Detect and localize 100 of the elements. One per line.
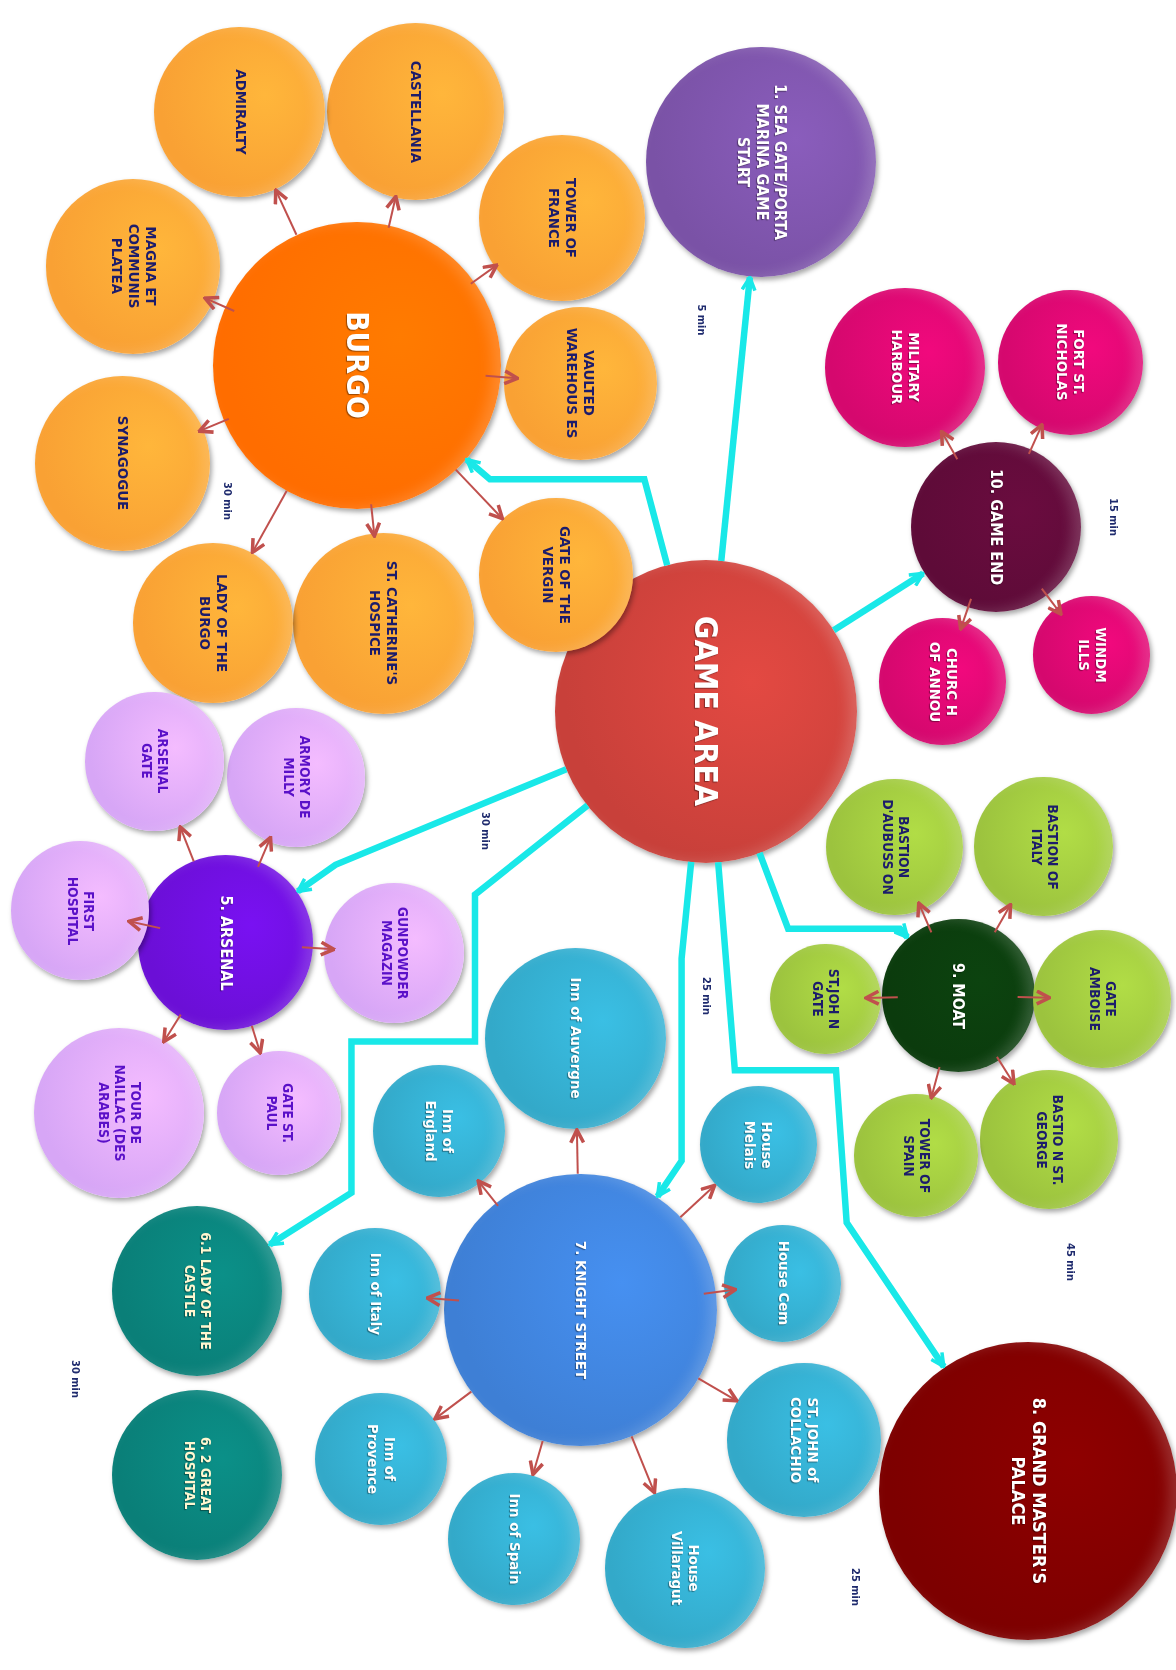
arrow [679, 1183, 717, 1219]
place-circle [479, 498, 633, 652]
arrow [1016, 989, 1052, 1006]
place-name: VAULTED WAREHOUS ES [563, 327, 598, 439]
duration-label: 25 min [848, 1567, 862, 1606]
place-circle [226, 708, 366, 847]
arrow [257, 835, 274, 868]
place-name: WINDM ILLS [1074, 626, 1109, 685]
arrow [993, 902, 1013, 934]
place-name: GATE ST. PAUL [263, 1081, 295, 1145]
arrow [1040, 587, 1063, 616]
place-name: ARSENAL GATE [138, 728, 171, 796]
place-name: ST.JOH N GATE [809, 967, 842, 1032]
place-name: FIRST HOSPITAL [63, 875, 96, 947]
place-name: CASTELLANIA [406, 59, 424, 165]
place-name: 6.1 LADY OF THE CASTLE [181, 1231, 213, 1352]
place-circle [1033, 929, 1172, 1069]
arrow [268, 802, 590, 1248]
place-name: 8. GRAND MASTER'S PALACE [1006, 1396, 1049, 1587]
place-name: 5. ARSENAL [216, 893, 235, 993]
arrow [433, 1390, 473, 1421]
duration-label: 30 min [68, 1360, 82, 1399]
place-name: Inn of Provence [364, 1423, 399, 1497]
place-name: BURGO [339, 310, 374, 422]
arrow [957, 597, 973, 631]
arrow [162, 1013, 182, 1044]
place-name: House Cem [774, 1240, 792, 1326]
place-name: House Melais [741, 1119, 776, 1172]
place-name: TOWER OF SPAIN [900, 1117, 932, 1195]
place-name: ARMORY DE MILLY [280, 734, 312, 821]
arrow [702, 1283, 738, 1300]
place-circle [979, 1070, 1119, 1209]
arrow [250, 489, 288, 555]
arrow [127, 916, 162, 933]
place-circle [727, 1363, 881, 1517]
place-name: BASTION OF ITALY [1027, 802, 1060, 892]
place-name: 9. MOAT [949, 961, 968, 1031]
arrow [295, 766, 568, 895]
place-name: TOUR DE NAILLAC (DES ARABES) [95, 1063, 144, 1164]
arrow [384, 194, 401, 229]
place-name: 1. SEA GATE/PORTA MARINA GAME START [733, 82, 789, 242]
arrow [864, 989, 899, 1006]
arrow [756, 851, 910, 940]
arrow [714, 861, 947, 1369]
arrow [469, 263, 499, 285]
place-name: BASTIO N ST. GEORGE [1033, 1093, 1065, 1187]
place-circle [881, 919, 1036, 1073]
place-name: ADMIRALTY [231, 68, 249, 157]
duration-label: 15 min [1106, 497, 1120, 536]
arrow [718, 275, 757, 562]
arrow [1027, 422, 1045, 455]
place-name: GATE AMBOISE [1086, 965, 1119, 1034]
place-name: ST. CATHERINE'S HOSPICE [366, 559, 401, 688]
place-name: 7. KNIGHT STREET [571, 1239, 589, 1382]
place-circle [1033, 596, 1151, 714]
place-name: GATE OF THE VERGIN [538, 525, 574, 627]
place-circle [826, 778, 963, 915]
arrow [484, 369, 520, 386]
place-name: Inn of Italy [366, 1251, 384, 1338]
arrow [926, 1065, 943, 1100]
arrow [177, 825, 195, 863]
place-circle [724, 1224, 842, 1342]
place-name: MAGNA ET COMMUNIS PLATEA [107, 222, 159, 311]
place-circle [479, 135, 646, 302]
duration-label: 30 min [478, 811, 492, 850]
place-name: TOWER OF FRANCE [545, 177, 580, 261]
place-circle [878, 617, 1007, 746]
place-name: Inn of England [421, 1099, 456, 1164]
place-circle [699, 1086, 817, 1204]
arrow [630, 1435, 658, 1495]
duration-label: 5 min [694, 303, 708, 336]
place-name: SYNAGOGUE [113, 415, 132, 513]
place-name: ST. JOHN of COLLACHIO [786, 1395, 822, 1485]
arrow [697, 1377, 739, 1403]
place-name: BASTION D'AUBUSS ON [878, 797, 911, 897]
arrow [569, 1128, 586, 1175]
arrow [454, 468, 505, 521]
arrow [476, 1179, 500, 1207]
arrow [203, 295, 236, 313]
arrow [995, 1055, 1016, 1086]
duration-label: 30 min [220, 481, 234, 520]
place-name: 10. GAME END [986, 468, 1005, 588]
arrow [939, 429, 959, 461]
place-name: Inn of Auvergne [566, 976, 584, 1101]
arrow [528, 1439, 545, 1477]
place-name: 6. 2 GREAT HOSPITAL [181, 1436, 213, 1515]
arrow [916, 901, 933, 934]
arrow [425, 1290, 461, 1308]
arrow [654, 861, 695, 1199]
arrow [197, 417, 230, 434]
arrow [248, 1024, 265, 1055]
place-name: CHURC H OF ANNOU [925, 640, 960, 724]
place-circle [138, 855, 314, 1030]
place-name: FORT ST. NICHOLAS [1053, 322, 1088, 403]
place-name: House Villaragut [667, 1529, 702, 1607]
place-name: MILITARY HARBOUR [888, 329, 923, 407]
arrow [300, 940, 336, 957]
place-name: LADY OF THE BURGO [195, 572, 231, 675]
arrow [831, 570, 925, 633]
arrow [364, 503, 382, 538]
